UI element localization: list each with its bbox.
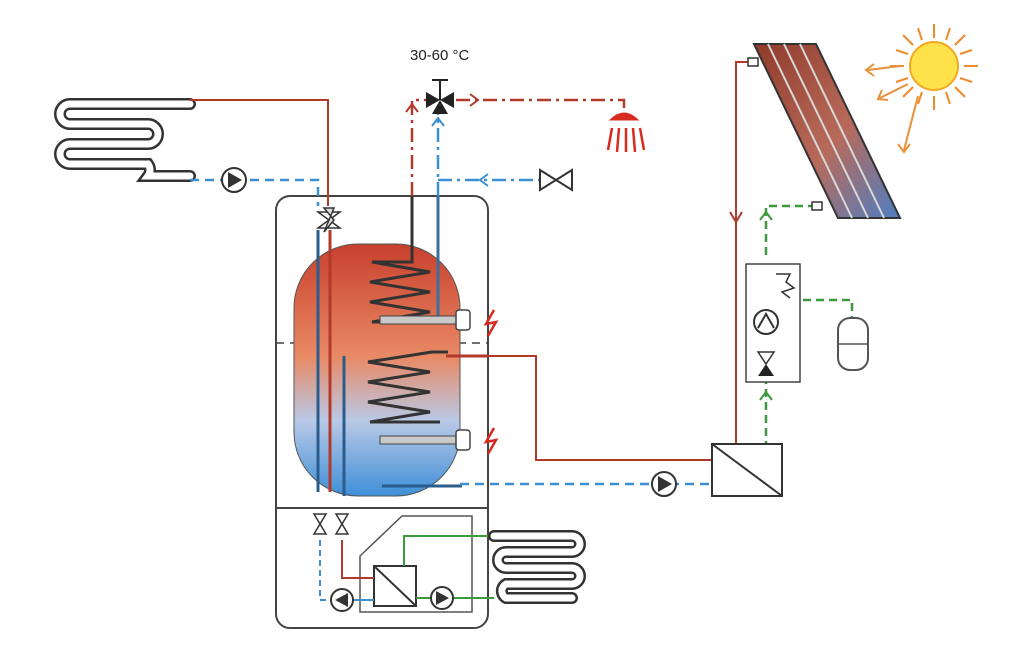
heating-supply-pipe bbox=[190, 99, 329, 206]
thermostatic-mixing-valve-icon bbox=[426, 79, 454, 114]
mixing-valve-icon bbox=[315, 207, 343, 233]
module-pump-left-icon bbox=[330, 588, 354, 612]
upper-heating-element bbox=[379, 309, 471, 331]
heating-return-pipe bbox=[190, 178, 320, 206]
solar-return-arrows bbox=[759, 210, 773, 401]
valve-icon bbox=[539, 168, 573, 192]
pump-icon bbox=[221, 167, 247, 193]
sun-icon bbox=[890, 24, 978, 110]
hot-water-tank bbox=[293, 243, 461, 497]
cold-water-pipe bbox=[436, 112, 540, 196]
solar-circuit-pump-icon bbox=[651, 471, 677, 497]
electric-power-icon bbox=[483, 309, 499, 455]
shower-icon bbox=[606, 112, 646, 153]
lower-heat-exchanger-coil bbox=[367, 350, 448, 424]
expansion-vessel-icon bbox=[837, 317, 869, 371]
arrowhead-hot bbox=[405, 93, 480, 113]
module-valves bbox=[312, 513, 350, 535]
solar-return-pipe bbox=[764, 204, 854, 448]
module-pump-right-icon bbox=[430, 586, 454, 610]
lower-heating-element bbox=[379, 429, 471, 451]
solar-collector-icon bbox=[747, 43, 902, 219]
solar-pump-station bbox=[745, 263, 801, 383]
tank-internal-pipes bbox=[316, 230, 488, 496]
module-pipes bbox=[319, 535, 494, 601]
solar-flow-pipe bbox=[488, 61, 752, 461]
underfloor-heating-coil-right-inner bbox=[490, 532, 584, 602]
sun-ray-arrows bbox=[864, 63, 919, 154]
arrowhead-cold bbox=[431, 116, 489, 187]
heat-exchanger-icon bbox=[711, 443, 783, 497]
underfloor-heating-coil-inner bbox=[56, 100, 194, 180]
temperature-label: 30-60 °C bbox=[410, 47, 470, 64]
domestic-hot-water-pipe bbox=[410, 98, 626, 196]
